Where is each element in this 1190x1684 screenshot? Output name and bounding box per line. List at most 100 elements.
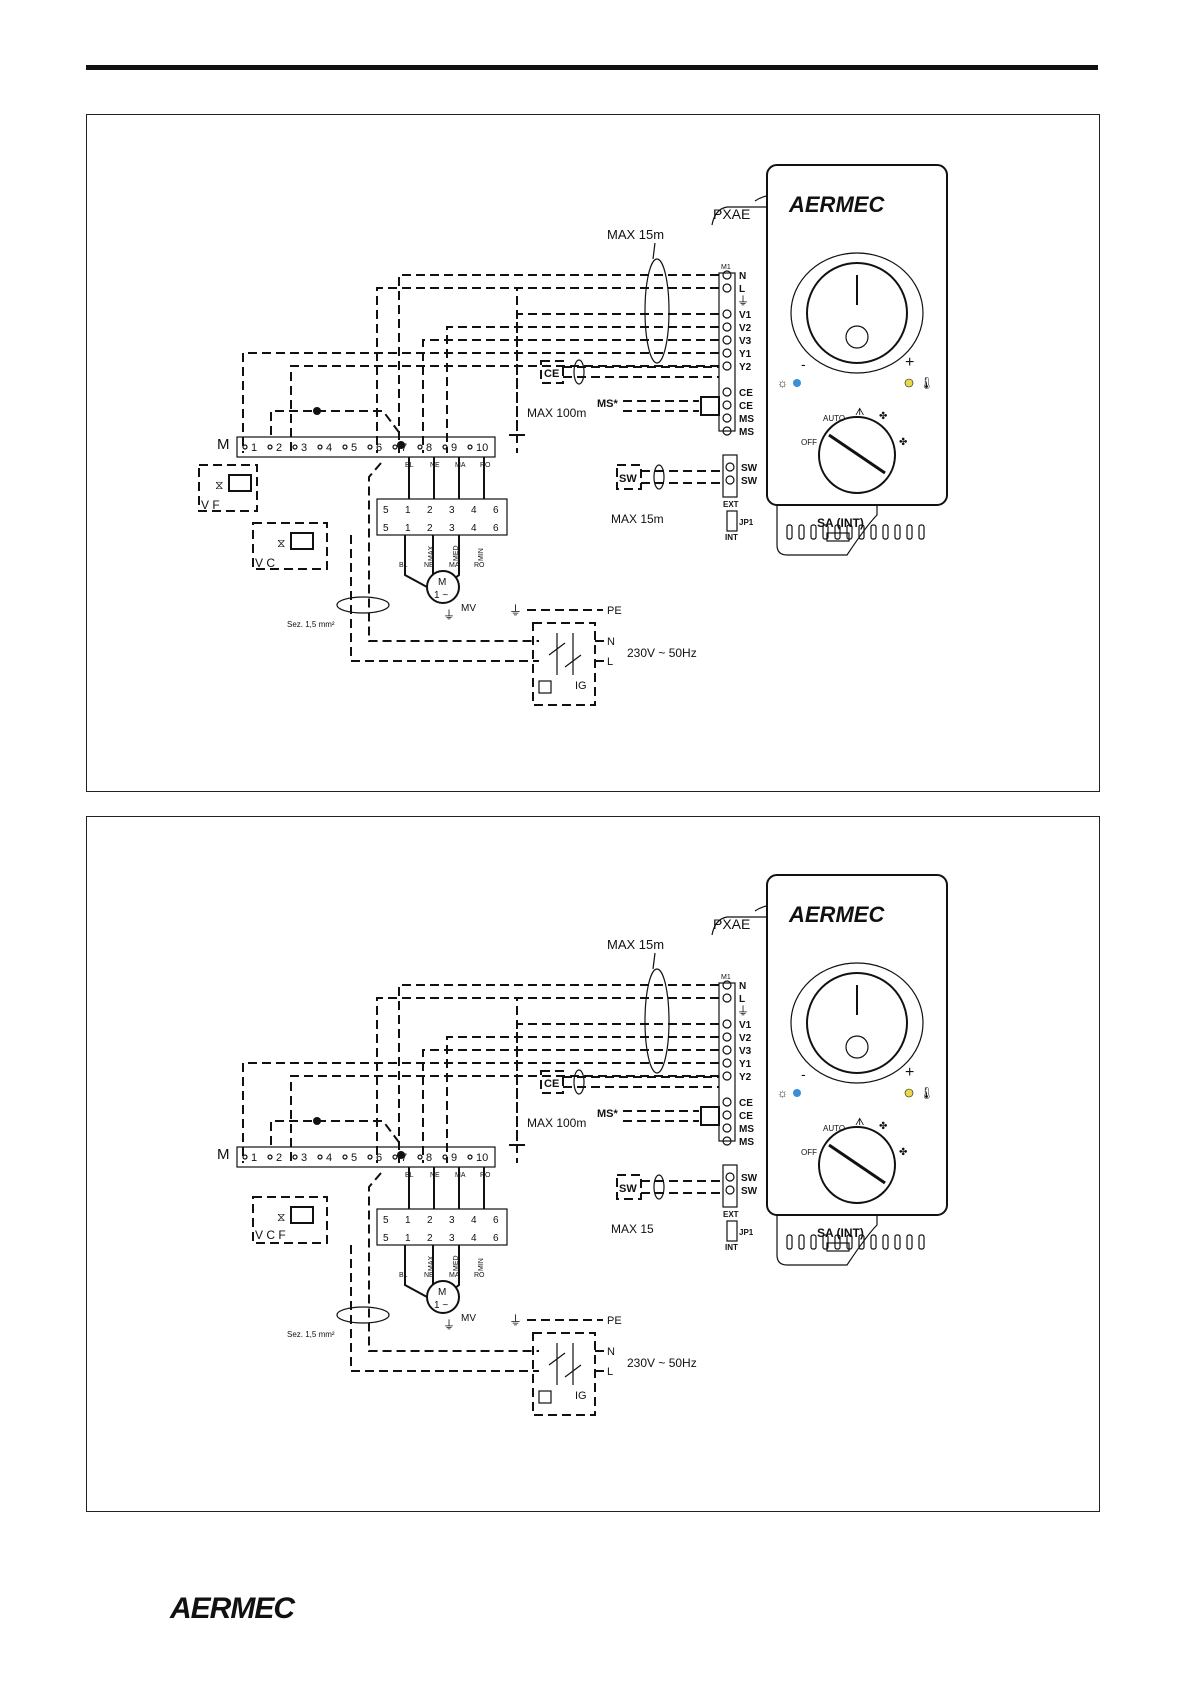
- terminal-label: V2: [739, 323, 752, 334]
- motor-terminal-label: 6: [493, 1215, 499, 1226]
- grille-slot: [918, 1234, 925, 1250]
- sun-icon: ☼: [777, 1086, 788, 1100]
- motor-terminal-block: [376, 1208, 508, 1246]
- controller-model-label: PXAE: [713, 206, 750, 222]
- strip-terminal-label: 8: [426, 442, 432, 454]
- strip-terminal-dot: [267, 1154, 273, 1160]
- terminal-label: MS: [739, 427, 754, 438]
- off-label: OFF: [801, 1148, 817, 1157]
- strip-terminal-label: 2: [276, 1152, 282, 1164]
- ce-cable-marker: [573, 1069, 585, 1095]
- strip-terminal-dot: [367, 444, 373, 450]
- strip-label: M: [217, 436, 230, 453]
- strip-terminal-dot: [417, 1154, 423, 1160]
- wire-color-label: MA: [455, 462, 466, 469]
- control-wire: [398, 984, 719, 1163]
- motor-terminal-label: 1: [405, 523, 411, 534]
- int-label: INT: [725, 533, 738, 542]
- terminal-screw: [722, 993, 732, 1003]
- setpoint-dial: [806, 972, 908, 1074]
- earth-wire: [516, 997, 719, 1145]
- strip-terminal-dot: [242, 444, 248, 450]
- grille-slot: [798, 524, 805, 540]
- motor-terminal-label: 2: [427, 505, 433, 516]
- auto-label: AUTO: [823, 1124, 845, 1133]
- grille-slot: [906, 1234, 913, 1250]
- grille-slot: [882, 1234, 889, 1250]
- fan-low-icon: ᗑ: [855, 407, 864, 418]
- strip-label: M: [217, 1146, 230, 1163]
- cable-bundle-marker: [644, 968, 670, 1074]
- max-ce-length-label: MAX 100m: [527, 406, 586, 420]
- terminal-screw: [722, 322, 732, 332]
- strip-terminal-label: 1: [251, 442, 257, 454]
- control-wire: [398, 274, 719, 453]
- sw-wire: [641, 1180, 723, 1194]
- motor-terminal-label: 5: [383, 505, 389, 516]
- grille-slot: [858, 1234, 865, 1250]
- grille-slot: [810, 1234, 817, 1250]
- motor-terminal-label: 2: [427, 1215, 433, 1226]
- terminal-block: [718, 272, 736, 432]
- strip-terminal-label: 6: [376, 442, 382, 454]
- header-rule: [86, 65, 1098, 70]
- cable-section-label: Sez. 1,5 mm²: [287, 620, 335, 629]
- motor-label: M: [438, 1287, 446, 1298]
- ext-label: EXT: [723, 1210, 739, 1219]
- sw-screw: [725, 475, 735, 485]
- cable-bundle-marker: [644, 258, 670, 364]
- motor-terminal-label: 3: [449, 1233, 455, 1244]
- int-label: INT: [725, 1243, 738, 1252]
- terminal-label: CE: [739, 1098, 753, 1109]
- wire-color-label: RO: [480, 462, 491, 469]
- motor-terminal-label: 2: [427, 1233, 433, 1244]
- terminal-screw: [722, 387, 732, 397]
- supply-voltage-label: 230V ~ 50Hz: [627, 646, 697, 660]
- motor-terminal-label: 4: [471, 1233, 477, 1244]
- controller-housing-top: [711, 916, 771, 936]
- earth-wire: [516, 287, 719, 435]
- jp1-label: JP1: [739, 518, 754, 527]
- strip-terminal-label: 3: [301, 442, 307, 454]
- speed-label: MED: [453, 545, 460, 561]
- sw-terminal-label: SW: [741, 463, 758, 474]
- fan-high-icon: ✤: [899, 437, 907, 448]
- motor-terminal-label: 5: [383, 523, 389, 534]
- grille-slot: [834, 1234, 841, 1250]
- main-switch-box: [532, 622, 596, 706]
- valve-vcf-box: [252, 1196, 328, 1244]
- terminal-label: V1: [739, 1020, 752, 1031]
- strip-terminal-label: 9: [451, 442, 457, 454]
- motor-code-label: MV: [461, 603, 476, 614]
- control-wire: [422, 339, 719, 453]
- ms-wire: [623, 1110, 699, 1122]
- strip-terminal-label: 1: [251, 1152, 257, 1164]
- control-wire: [242, 352, 719, 453]
- terminal-screw: [722, 1097, 732, 1107]
- strip-terminal-dot: [317, 444, 323, 450]
- terminal-screw: [722, 400, 732, 410]
- terminal-label: N: [739, 981, 746, 992]
- motor-terminal-label: 3: [449, 1215, 455, 1226]
- leader-line: [652, 952, 656, 970]
- motor-terminal-label: 6: [493, 523, 499, 534]
- sw-contact-label: SW: [619, 1183, 637, 1195]
- line-label: L: [607, 656, 613, 668]
- sa-sensor-label: SA (INT): [817, 516, 864, 530]
- fan-motor-icon: [426, 570, 460, 604]
- motor-terminal-label: 4: [471, 523, 477, 534]
- motor-wire-label: NE: [424, 562, 434, 569]
- motor-terminal-label: 1: [405, 1233, 411, 1244]
- terminal-label: MS: [739, 1137, 754, 1148]
- max-ce-length-label: MAX 100m: [527, 1116, 586, 1130]
- board-label: M1: [721, 974, 731, 981]
- motor-terminal-label: 4: [471, 1215, 477, 1226]
- grille-slot: [882, 524, 889, 540]
- ext-label: EXT: [723, 500, 739, 509]
- strip-terminal-dot: [442, 444, 448, 450]
- main-switch-box: [532, 1332, 596, 1416]
- sw-terminal-block: [722, 1164, 738, 1208]
- power-cable-marker: [336, 596, 390, 614]
- ms-jumper: [700, 1106, 720, 1126]
- strip-terminal-dot: [292, 1154, 298, 1160]
